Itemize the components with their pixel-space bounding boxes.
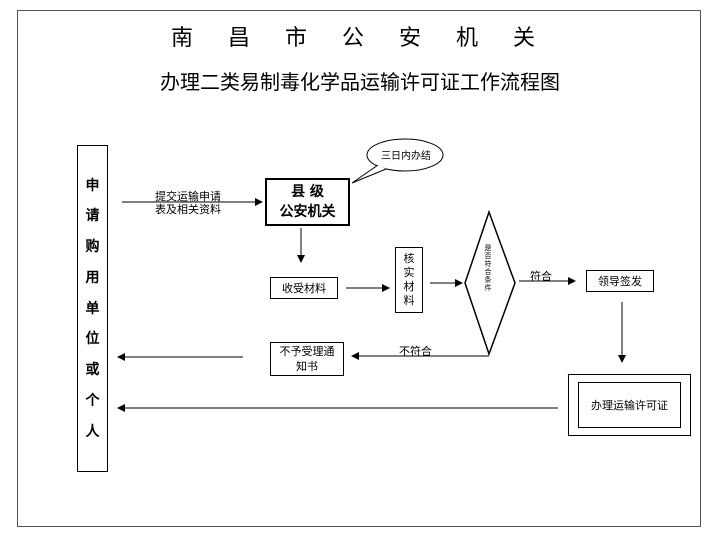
submit-label-line-1: 提交运输申请	[155, 190, 221, 203]
diagram-frame	[17, 10, 701, 527]
note-bubble-text: 三日内办结	[381, 151, 431, 162]
verify-materials-box: 核 实 材 料	[395, 247, 423, 313]
applicant-char: 购	[85, 239, 100, 255]
title-line-1: 南 昌 市 公 安 机 关	[171, 26, 549, 51]
decision-char: 条	[484, 276, 492, 284]
applicant-char: 人	[85, 423, 100, 440]
decision-char: 合	[484, 268, 492, 276]
verify-char: 核	[403, 252, 415, 265]
county-line-1: 县 级	[291, 184, 324, 200]
note-bubble-tail	[351, 164, 387, 184]
decision-char: 是	[484, 244, 492, 252]
comply-label: 符合	[530, 270, 552, 283]
applicant-char: 申	[85, 177, 100, 194]
applicant-box: 申 请 购 用 单 位 或 个 人	[77, 145, 108, 472]
not-comply-label: 不符合	[399, 345, 432, 358]
leader-sign-box: 领导签发	[586, 270, 654, 292]
verify-char: 料	[403, 294, 415, 307]
receive-materials-box: 收受材料	[270, 277, 338, 299]
applicant-char: 单	[85, 300, 100, 317]
applicant-char: 位	[85, 331, 100, 348]
decision-char: 否	[484, 252, 492, 260]
verify-char: 实	[403, 266, 415, 279]
decision-char: 符	[484, 260, 492, 268]
county-police-box: 县 级 公安机关	[265, 178, 350, 226]
applicant-char: 用	[85, 269, 100, 286]
decision-char: 件	[484, 284, 492, 292]
verify-char: 材	[403, 280, 415, 293]
rejection-line-2: 知书	[296, 360, 318, 373]
decision-diamond	[464, 209, 516, 357]
applicant-char: 或	[85, 362, 100, 378]
note-bubble	[366, 138, 444, 172]
applicant-char: 请	[85, 208, 100, 225]
rejection-notice-box: 不予受理通 知书	[270, 342, 344, 376]
rejection-line-1: 不予受理通	[279, 345, 335, 358]
submit-label: 提交运输申请 表及相关资料	[155, 190, 235, 216]
decision-text: 是 否 符 合 条 件	[483, 244, 493, 292]
license-box: 办理运输许可证	[578, 382, 681, 428]
county-line-2: 公安机关	[279, 204, 336, 220]
submit-label-line-2: 表及相关资料	[155, 203, 221, 216]
title-line-2: 办理二类易制毒化学品运输许可证工作流程图	[160, 70, 560, 94]
applicant-char: 个	[85, 392, 100, 409]
